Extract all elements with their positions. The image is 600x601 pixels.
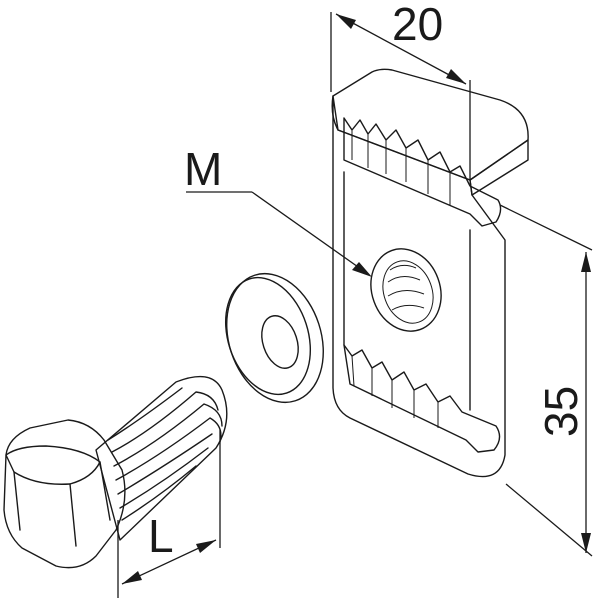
dimension-height: 35 <box>499 204 593 557</box>
bolt-thread-lines <box>107 387 223 521</box>
dimension-width: 20 <box>330 0 471 180</box>
washer <box>224 272 324 404</box>
hex-bolt <box>3 375 228 569</box>
bolt-hex-top <box>5 445 101 485</box>
nut-front-face <box>332 95 506 478</box>
nut-upper-teeth <box>343 117 502 227</box>
nut-top-face <box>331 68 529 181</box>
nut-threaded-hole <box>370 248 442 332</box>
channel-nut <box>331 68 529 478</box>
nut-right-face <box>469 139 529 196</box>
dimension-height-label: 35 <box>535 386 587 437</box>
bolt-hex-head <box>3 419 126 569</box>
dimension-thread-label: M <box>184 143 222 195</box>
dimension-length-label: L <box>148 510 174 562</box>
dimension-length: L <box>117 430 221 598</box>
nut-lower-teeth <box>343 344 501 453</box>
dimension-width-label: 20 <box>392 0 443 50</box>
dimension-thread: M <box>184 143 372 277</box>
